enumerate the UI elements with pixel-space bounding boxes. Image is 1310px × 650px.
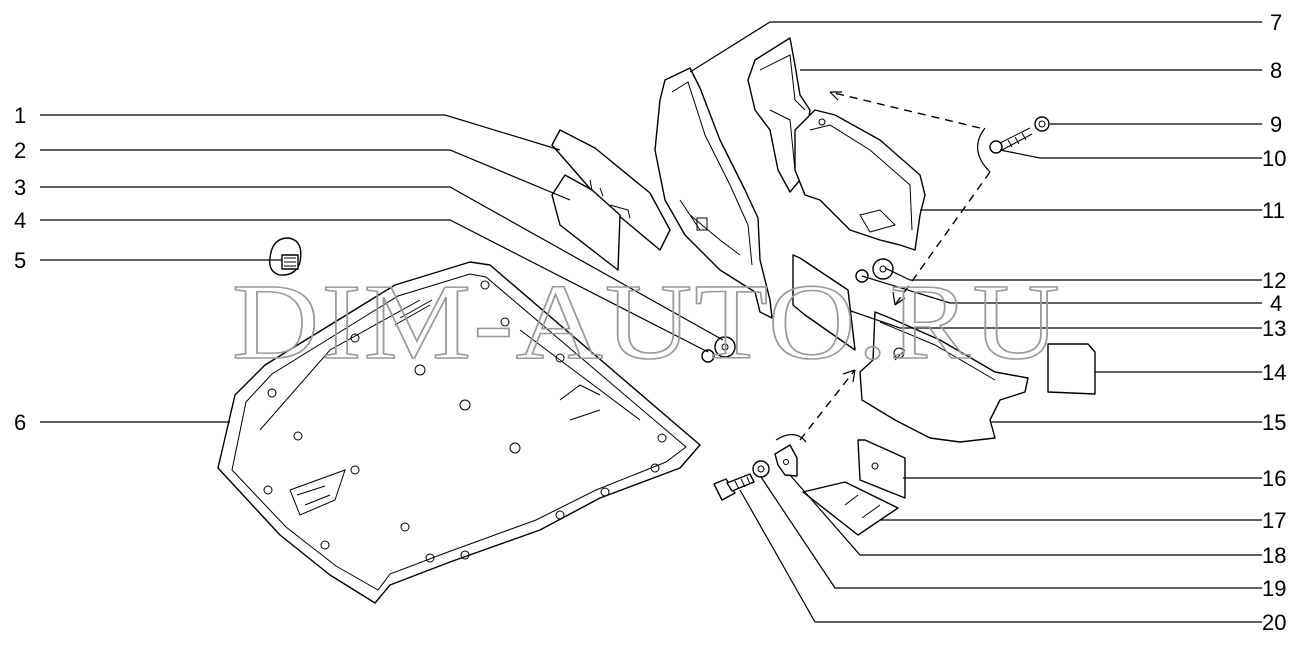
callout-15: 15 xyxy=(1262,410,1286,435)
callout-5: 5 xyxy=(14,248,26,273)
panel-part-11 xyxy=(794,109,926,251)
callout-10: 10 xyxy=(1262,146,1286,171)
callout-20: 20 xyxy=(1262,610,1286,635)
callout-17: 17 xyxy=(1262,508,1286,533)
callout-9: 9 xyxy=(1270,112,1282,137)
callout-4-left: 4 xyxy=(14,208,26,233)
callout-13: 13 xyxy=(1262,316,1286,341)
washer-part-3 xyxy=(714,336,736,358)
callout-11: 11 xyxy=(1262,198,1285,223)
leader-lines xyxy=(40,21,1262,623)
callout-12: 12 xyxy=(1262,268,1286,293)
callout-19: 19 xyxy=(1262,576,1286,601)
watermark-text: DIM-AUTO.RU xyxy=(232,263,1062,382)
bracket-part-16 xyxy=(857,439,906,499)
screw-part-10 xyxy=(989,127,1033,154)
clip-part-18 xyxy=(774,444,798,477)
nut-part-4-left xyxy=(701,349,715,363)
assembly-arrows xyxy=(775,91,991,443)
callout-4-right: 4 xyxy=(1270,291,1282,316)
callout-3: 3 xyxy=(14,175,26,200)
side-panel-part-7 xyxy=(654,67,773,319)
washer-part-12 xyxy=(872,258,894,280)
bolt-part-20 xyxy=(713,473,755,501)
callout-7: 7 xyxy=(1270,10,1282,35)
hood-insulation-panel xyxy=(217,261,701,604)
callout-18: 18 xyxy=(1262,543,1286,568)
washer-part-9 xyxy=(1034,116,1050,132)
callout-1: 1 xyxy=(14,103,26,128)
clip-part-5 xyxy=(269,237,302,276)
panel-part-15 xyxy=(859,311,1029,443)
lock-washer-part-19 xyxy=(752,460,770,478)
callout-8: 8 xyxy=(1270,58,1282,83)
insulation-pad-2 xyxy=(551,174,631,271)
bracket-part-17 xyxy=(802,481,899,536)
pad-part-13 xyxy=(792,254,856,351)
left-callouts: 1 2 3 4 5 6 xyxy=(14,103,26,435)
callout-6: 6 xyxy=(14,410,26,435)
right-callouts: 7 8 9 10 11 12 4 13 14 15 16 17 18 19 20 xyxy=(1262,10,1286,635)
pad-part-14 xyxy=(1047,343,1096,395)
callout-16: 16 xyxy=(1262,466,1286,491)
callout-2: 2 xyxy=(14,138,26,163)
callout-14: 14 xyxy=(1262,360,1286,385)
